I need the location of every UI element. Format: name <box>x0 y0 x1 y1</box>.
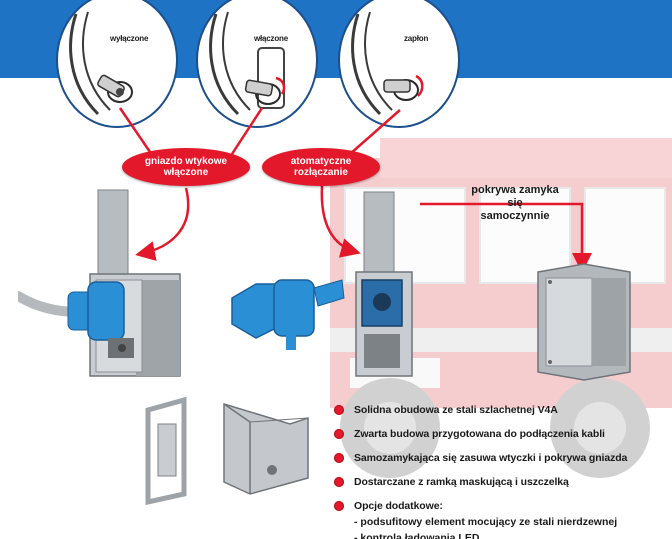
masking-frame-and-bracket <box>145 396 309 506</box>
ignition-key-icon <box>209 11 286 116</box>
bubble-socket-on-line2: włączone <box>163 167 209 178</box>
bullet-dot-icon <box>334 501 344 511</box>
bubble-socket-on: gniazdo wtykowe włączone <box>122 148 250 186</box>
ignition-key-icon <box>69 11 133 116</box>
bubble-auto-disconnect-line1: atomatyczne <box>290 156 352 167</box>
feature-item: Samozamykająca się zasuwa wtyczki i pokr… <box>334 446 672 470</box>
socket-plugged-in <box>18 189 181 377</box>
feature-list: Solidna obudowa ze stali szlachetnej V4A… <box>334 398 672 539</box>
lid-closing-callout: pokrywa zamyka się samoczynnie <box>455 184 575 223</box>
option-item: - podsufitowy element mocujący ze stali … <box>354 516 618 528</box>
ignition-key-icon <box>351 11 424 116</box>
option-item: - kontrola ładowania LED <box>354 532 480 539</box>
feature-item: Opcje dodatkowe: <box>334 494 672 518</box>
circle-label-ignition: zapłon <box>404 34 429 43</box>
bullet-dot-icon <box>334 477 344 487</box>
feature-text: Opcje dodatkowe: <box>354 500 443 512</box>
feature-item: Dostarczane z ramką maskującą i uszczelk… <box>334 470 672 494</box>
feature-text: Zwarta budowa przygotowana do podłączeni… <box>354 428 605 440</box>
socket-closed-lid <box>537 263 631 381</box>
circle-label-on: włączone <box>254 34 288 43</box>
feature-item: Zwarta budowa przygotowana do podłączeni… <box>334 422 672 446</box>
bullet-dot-icon <box>334 429 344 439</box>
feature-item: Solidna obudowa ze stali szlachetnej V4A <box>334 398 672 422</box>
options-list: - podsufitowy element mocujący ze stali … <box>354 514 672 539</box>
circle-label-off: wyłączone <box>110 34 149 43</box>
bubble-auto-disconnect: atomatyczne rozłączanie <box>262 148 380 186</box>
callout-line2: się <box>507 197 523 209</box>
bullet-dot-icon <box>334 453 344 463</box>
detail-circle-off: wyłączone <box>56 0 178 128</box>
detail-circle-ignition: zapłon <box>338 0 460 128</box>
bubble-auto-disconnect-line2: rozłączanie <box>294 167 348 178</box>
bullet-dot-icon <box>334 405 344 415</box>
bubble-socket-on-line1: gniazdo wtykowe <box>144 156 228 167</box>
feature-text: Solidna obudowa ze stali szlachetnej V4A <box>354 404 558 416</box>
socket-disconnected <box>231 191 413 377</box>
feature-text: Samozamykająca się zasuwa wtyczki i pokr… <box>354 452 628 464</box>
feature-text: Dostarczane z ramką maskującą i uszczelk… <box>354 476 569 488</box>
callout-line3: samoczynnie <box>480 210 550 222</box>
detail-circle-on: włączone <box>196 0 318 128</box>
callout-line1: pokrywa zamyka <box>471 184 559 196</box>
